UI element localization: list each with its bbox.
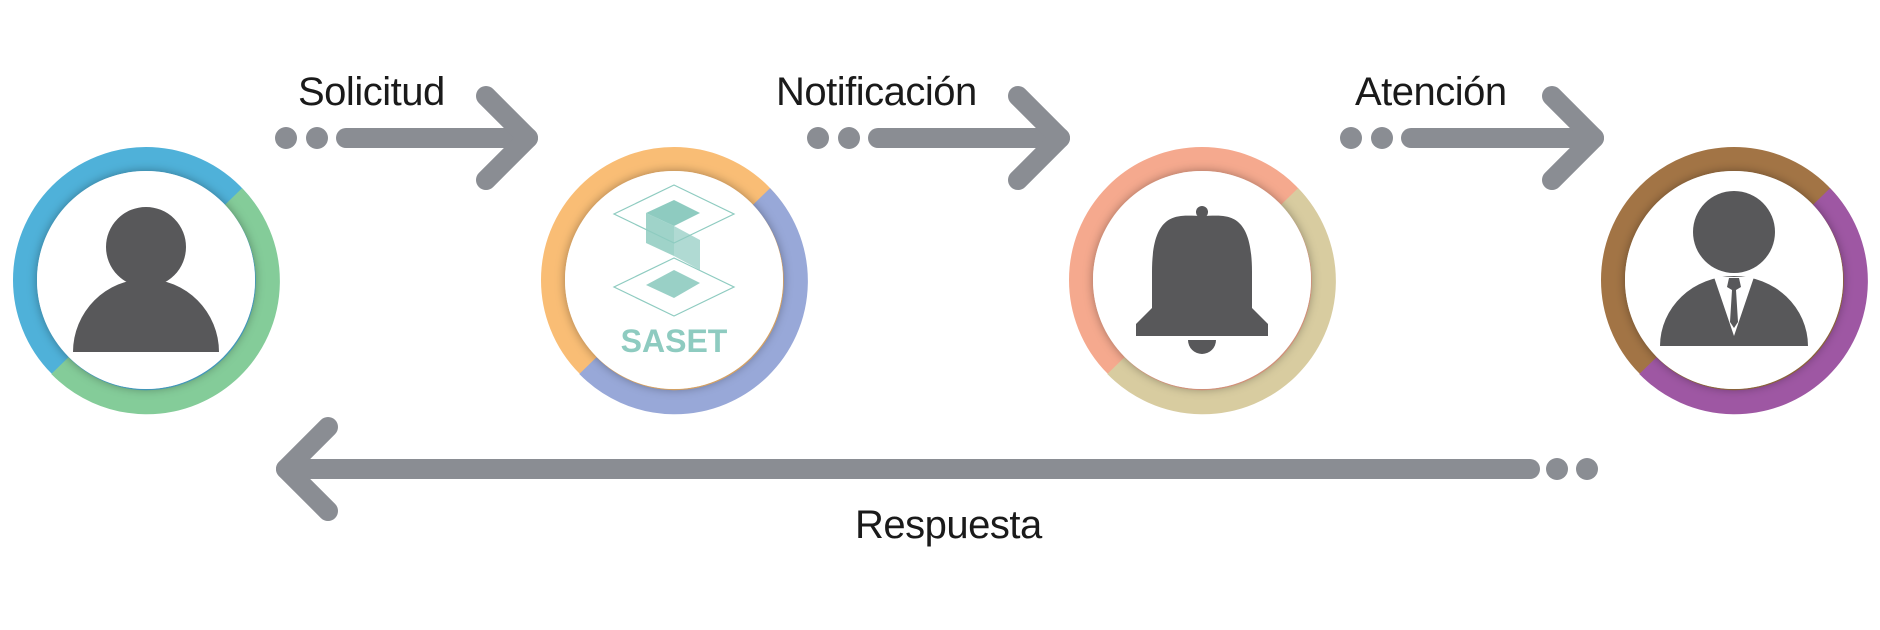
ring-saset-arc [579, 188, 808, 415]
arrow-atencion [1340, 86, 1604, 190]
label-atencion: Atención [1355, 70, 1507, 114]
arrow-respuesta [276, 417, 1598, 521]
ring-agente-arc [1639, 188, 1868, 415]
saset-logo-icon [612, 184, 736, 317]
user-icon [73, 201, 219, 352]
saset-logo-text: SASET [621, 323, 728, 359]
step-saset: SASET [541, 147, 808, 415]
step-agente [1601, 147, 1868, 415]
businessman-icon [1660, 191, 1808, 346]
arrow-solicitud [275, 86, 538, 190]
step-notificacion [1069, 147, 1336, 415]
ring-usuario-arc [51, 188, 280, 415]
step-usuario [13, 147, 280, 415]
ring-notificacion-arc [1107, 188, 1336, 415]
label-solicitud: Solicitud [298, 70, 445, 114]
bell-icon [1136, 206, 1268, 354]
label-notificacion: Notificación [776, 70, 977, 114]
arrow-notificacion [807, 86, 1070, 190]
label-respuesta: Respuesta [855, 503, 1042, 547]
